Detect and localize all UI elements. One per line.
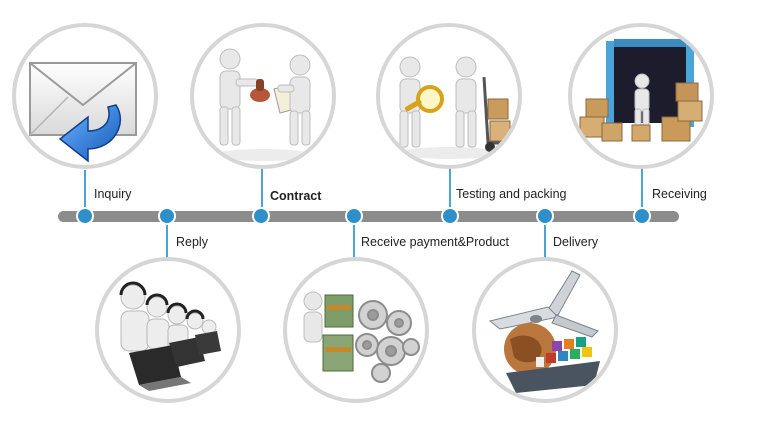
cardboard-boxes-icon: [579, 82, 703, 142]
node-receiving: [633, 207, 651, 225]
label-payment: Receive payment&Product: [361, 235, 509, 249]
figure-left: [219, 48, 259, 146]
stem-reply: [166, 222, 168, 258]
label-receiving: Receiving: [652, 187, 707, 201]
figure-mover: [455, 56, 477, 148]
stem-testing: [449, 168, 451, 212]
label-contract: Contract: [270, 189, 322, 203]
node-reply: [158, 207, 176, 225]
cargo-ship-icon: [506, 337, 600, 393]
node-inquiry: [76, 207, 94, 225]
figure-right: [277, 54, 311, 146]
circle-reply-call-center: [95, 257, 241, 403]
stem-inquiry: [84, 170, 86, 212]
figure-holder: [303, 291, 323, 343]
stem-receiving: [641, 168, 643, 212]
node-delivery: [536, 207, 554, 225]
label-testing: Testing and packing: [456, 187, 567, 201]
timeline-bar: [58, 211, 679, 222]
stem-delivery: [544, 222, 546, 258]
stem-contract: [261, 166, 263, 212]
gears-icon: [355, 300, 420, 383]
box-stack-icon: [487, 98, 511, 142]
node-payment: [345, 207, 363, 225]
magnifier-icon: [404, 85, 444, 113]
stem-payment: [353, 222, 355, 258]
money-stack-icon: [322, 294, 354, 372]
airplane-icon: [488, 270, 599, 338]
figure-worker: [634, 73, 650, 130]
circle-inquiry-envelope: [12, 23, 158, 169]
label-inquiry: Inquiry: [94, 187, 132, 201]
figure-inspector: [399, 56, 421, 148]
label-reply: Reply: [176, 235, 208, 249]
node-testing: [441, 207, 459, 225]
node-contract: [252, 207, 270, 225]
globe-icon: [504, 323, 556, 375]
circle-receiving-container: [568, 23, 714, 169]
stamp-icon: [250, 79, 270, 102]
circle-payment-product: [283, 257, 429, 403]
headset-agents-icon: [119, 281, 217, 352]
circle-delivery-transport: [472, 257, 618, 403]
circle-testing-packing: [376, 23, 522, 169]
laptop-icon: [129, 331, 221, 391]
label-delivery: Delivery: [553, 235, 599, 249]
circle-contract-figures: [190, 23, 336, 169]
return-arrow-icon: [58, 104, 122, 163]
